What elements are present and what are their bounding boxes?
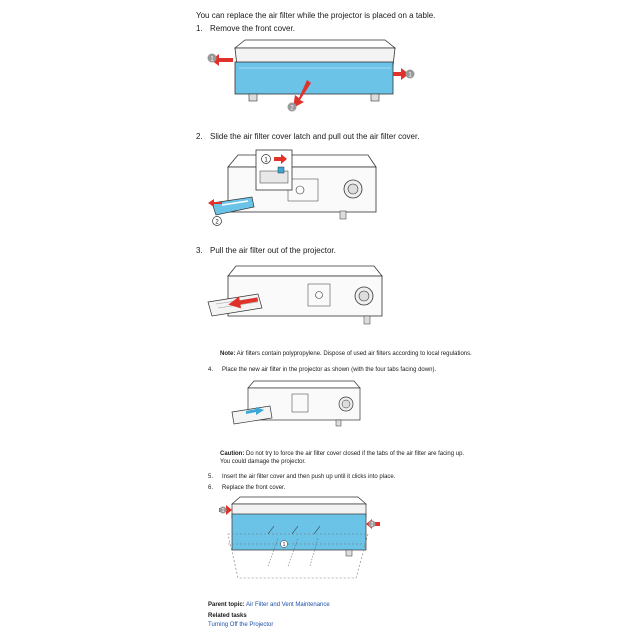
caution-text: Do not try to force the air filter cover…: [220, 451, 465, 465]
latch-zoom-box: [255, 149, 293, 191]
caution-label: Caution:: [220, 451, 245, 457]
note-text: Air filters contain polypropylene. Dispo…: [235, 351, 472, 357]
callout-1-icon: [261, 154, 271, 164]
step-1: 1. Remove the front cover.: [196, 24, 295, 34]
arrow-down-icon: [293, 80, 311, 108]
note: Note: Air filters contain polypropylene.…: [220, 350, 472, 358]
step-2-number: 2.: [196, 132, 203, 141]
figure-pull-filter: [207, 265, 383, 325]
new-filter-shape: [231, 405, 273, 425]
step-6-text: Replace the front cover.: [222, 485, 286, 491]
figure-replace-cover: 1 2 1: [219, 496, 380, 579]
related-task-link[interactable]: Turning Off the Projector: [208, 622, 274, 628]
callout-2-label: 2: [290, 106, 294, 112]
callout-2-icon: [287, 102, 297, 112]
related-task-item: Turning Off the Projector: [208, 621, 273, 629]
caution: Caution: Do not try to force the air fil…: [220, 450, 475, 466]
arrow-right-icon: [274, 154, 287, 164]
parent-topic-link[interactable]: Air Filter and Vent Maintenance: [246, 602, 330, 608]
arrow-right-icon: [393, 68, 409, 80]
parent-topic: Parent topic: Air Filter and Vent Mainte…: [208, 601, 330, 609]
step-5-number: 5.: [208, 474, 214, 480]
figure-slide-latch: 1 2: [208, 149, 377, 226]
step-4-text: Place the new air filter in the projecto…: [222, 367, 437, 373]
step-5-text: Insert the air filter cover and then pus…: [222, 474, 396, 480]
step-4: 4. Place the new air filter in the projec…: [208, 366, 436, 374]
callout-1-center-icon: [280, 540, 288, 548]
callout-1-left-icon: [219, 506, 227, 514]
step-3: 3. Pull the air filter out of the project…: [196, 246, 336, 256]
step-3-number: 3.: [196, 246, 203, 255]
arrow-left-icon: [208, 199, 222, 207]
step-2: 2. Slide the air filter cover latch and p…: [196, 132, 419, 142]
step-1-number: 1.: [196, 24, 203, 33]
intro-text: You can replace the air filter while the…: [196, 11, 436, 20]
callout-2-right-icon: [368, 520, 376, 528]
callout-2-icon: [212, 216, 222, 226]
front-cover-shape: [231, 513, 367, 551]
figure-remove-front-cover: 1 1 2: [207, 39, 415, 112]
step-1-text: Remove the front cover.: [210, 24, 295, 33]
related-tasks: Related tasks: [208, 612, 247, 620]
callout-1-left-icon: [207, 53, 217, 63]
step-5: 5. Insert the air filter cover and then p…: [208, 473, 395, 481]
callout-1-label: 1: [264, 158, 268, 164]
step-4-number: 4.: [208, 367, 214, 373]
arrow-left-icon: [211, 54, 233, 66]
note-label: Note:: [220, 351, 236, 357]
callout-2-right-label: 2: [371, 522, 374, 528]
related-tasks-label: Related tasks: [208, 613, 247, 619]
callout-1-right-icon: [405, 69, 415, 79]
callout-1-right-label: 1: [408, 73, 412, 79]
callout-2-label: 2: [215, 220, 219, 226]
step-6-number: 6.: [208, 485, 214, 491]
figure-place-filter: [231, 380, 361, 427]
callout-1-center-label: 1: [283, 542, 286, 548]
step-3-text: Pull the air filter out of the projector…: [210, 246, 336, 255]
step-2-text: Slide the air filter cover latch and pul…: [210, 132, 420, 141]
arrow-left-icon: [228, 296, 259, 309]
front-cover-shape: [234, 61, 394, 95]
callout-1-left-label: 1: [210, 57, 214, 63]
step-6: 6. Replace the front cover.: [208, 484, 285, 492]
callout-1-left-label: 1: [222, 508, 225, 514]
filter-insert-icon: [246, 407, 264, 415]
parent-topic-label: Parent topic:: [208, 602, 245, 608]
